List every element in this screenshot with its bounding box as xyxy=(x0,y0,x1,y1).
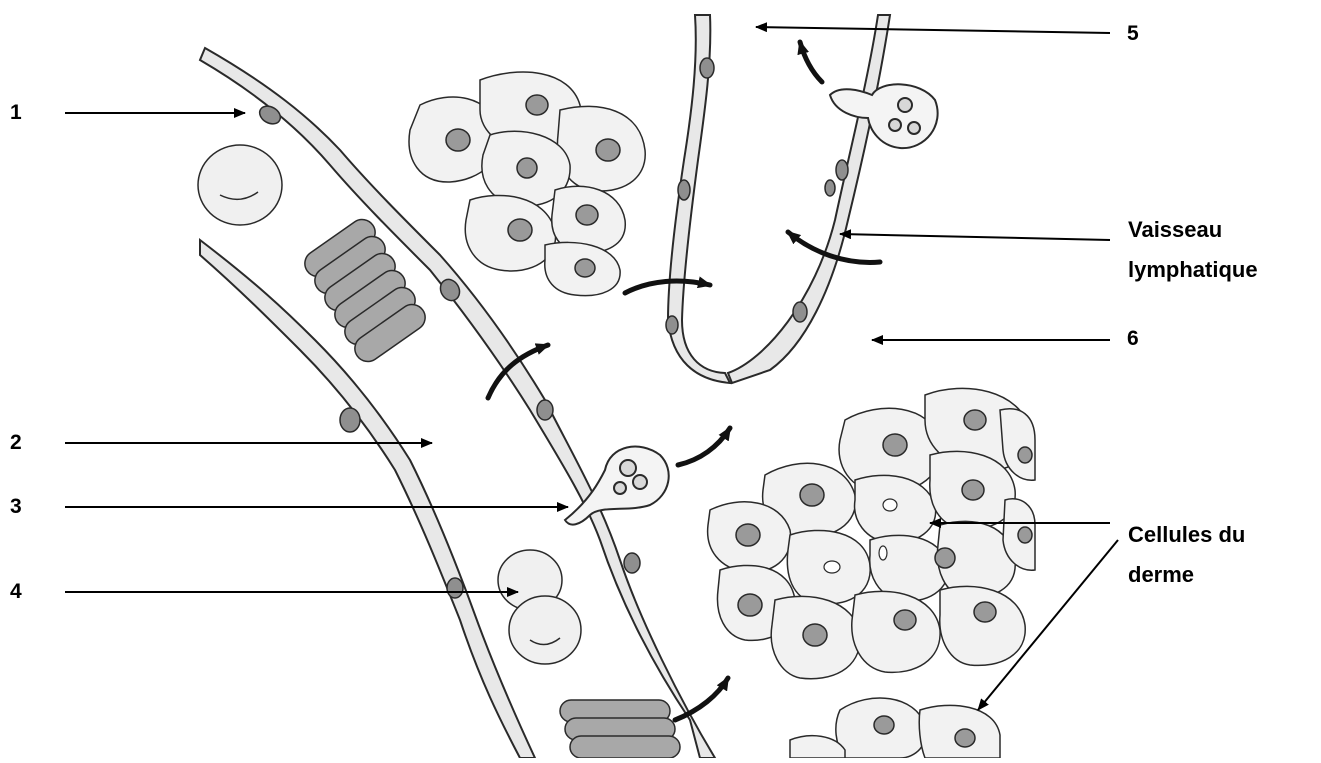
flow-arrow xyxy=(800,42,822,82)
endothelial-nucleus xyxy=(537,400,553,420)
flow-arrow xyxy=(678,428,730,465)
label-cells-line2: derme xyxy=(1128,564,1194,586)
label-5: 5 xyxy=(1127,23,1139,44)
label-1: 1 xyxy=(10,102,22,123)
red-blood-cell-stack-lower xyxy=(560,700,680,758)
lymph-wall-right xyxy=(728,15,890,383)
label-cells-line1: Cellules du xyxy=(1128,524,1245,546)
label-2: 2 xyxy=(10,432,22,453)
flow-arrow xyxy=(625,281,710,293)
endothelial-nucleus xyxy=(624,553,640,573)
leukocyte-lymph-entry xyxy=(830,84,938,148)
label-vessel-line2: lymphatique xyxy=(1128,259,1258,281)
endothelial-nucleus xyxy=(340,408,360,432)
label-vessel-line1: Vaisseau xyxy=(1128,219,1222,241)
label-6: 6 xyxy=(1127,328,1139,349)
pointer-5 xyxy=(756,27,1110,33)
pointer-vessel xyxy=(840,234,1110,240)
endothelial-nucleus xyxy=(447,578,463,598)
flow-arrow xyxy=(675,678,728,720)
label-4: 4 xyxy=(10,581,22,602)
dermal-cells-bottom-edge xyxy=(790,698,1000,758)
label-3: 3 xyxy=(10,496,22,517)
